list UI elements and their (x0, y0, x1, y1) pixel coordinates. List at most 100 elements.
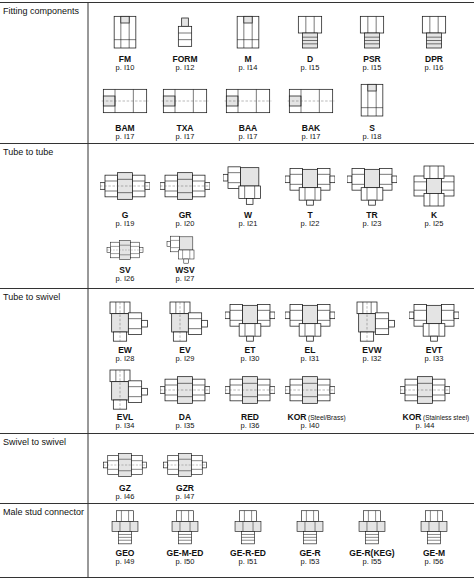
page-ref: p. I18 (363, 133, 382, 141)
fitting-icon (110, 302, 148, 341)
fitting-icon (414, 166, 454, 206)
page-ref: p. I21 (239, 220, 258, 228)
page-ref: p. I32 (363, 355, 382, 363)
fitting-icon (347, 169, 397, 206)
part-code: EL (305, 346, 316, 355)
part-code: EVT (426, 346, 443, 355)
page-ref: p. I49 (116, 558, 135, 566)
page-ref: p. I19 (116, 220, 135, 228)
page-ref: p. I33 (425, 355, 444, 363)
fitting-icon (285, 377, 335, 404)
part-code: BAA (239, 124, 257, 133)
fitting-icon (400, 377, 450, 404)
part-code: GZ (119, 484, 131, 493)
part-code: GE-R (299, 549, 320, 558)
fitting-icon (178, 18, 191, 46)
table-row: Male stud connector (0, 503, 474, 578)
part-code: EVL (117, 413, 134, 422)
table-row: Swivel to swivel (0, 433, 474, 503)
part-code: T (307, 211, 312, 220)
page-ref: p. I27 (176, 275, 195, 283)
fitting-icon (103, 453, 146, 476)
fitting-icon (285, 169, 335, 206)
fitting-icon (298, 16, 321, 48)
fitting-icon (107, 240, 143, 259)
page-ref: p. I22 (301, 220, 320, 228)
page-ref: p. I15 (363, 64, 382, 72)
fitting-icon (359, 511, 385, 544)
table-row: Tube to tube (0, 143, 474, 288)
fitting-icon (102, 89, 149, 112)
part-code: PSR (363, 55, 380, 64)
fitting-icon (112, 511, 138, 544)
column-rule (88, 2, 89, 577)
fitting-icon (114, 16, 136, 48)
category-label: Tube to swivel (3, 292, 85, 303)
fitting-icon (235, 511, 261, 544)
page-ref: p. I12 (176, 64, 195, 72)
fitting-icon (110, 370, 148, 409)
part-code: K (431, 211, 437, 220)
part-code: RED (241, 413, 259, 422)
fitting-icon (422, 16, 445, 48)
part-code: BAM (115, 124, 134, 133)
page-ref: p. I56 (425, 558, 444, 566)
part-code: ET (245, 346, 256, 355)
page-ref: p. I44 (416, 422, 435, 430)
fitting-icon (237, 16, 259, 48)
part-code: G (122, 211, 129, 220)
part-code: TXA (177, 124, 194, 133)
part-code: GZR (176, 484, 194, 493)
part-code: GE-M (423, 549, 445, 558)
page-ref: p. I50 (176, 558, 195, 566)
part-code: GE-M-ED (167, 549, 204, 558)
part-code: TR (366, 211, 377, 220)
part-code: EV (179, 346, 190, 355)
page-ref: p. I53 (301, 558, 320, 566)
page-ref: p. I10 (116, 64, 135, 72)
table-row: Fitting components (0, 2, 474, 143)
fitting-icon (225, 305, 275, 342)
page-ref: p. I26 (116, 275, 135, 283)
part-code: KOR (403, 413, 422, 422)
fitting-icon (170, 302, 208, 341)
part-code: EVW (362, 346, 381, 355)
fitting-icon (172, 511, 198, 544)
category-label: Tube to tube (3, 147, 85, 158)
fitting-icon (225, 89, 272, 112)
page-ref: p. I55 (363, 558, 382, 566)
fitting-icon (361, 84, 383, 116)
page-ref: p. I14 (239, 64, 258, 72)
part-code: BAK (302, 124, 320, 133)
fitting-icon (409, 305, 459, 342)
page-ref: p. I28 (116, 355, 135, 363)
page-ref: p. I29 (176, 355, 195, 363)
page-ref: p. I15 (301, 64, 320, 72)
category-label: Male stud connector (3, 507, 85, 518)
part-note: (Stainless steel) (423, 415, 469, 422)
fitting-icon (288, 89, 335, 112)
fitting-icon (357, 302, 395, 341)
page-ref: p. I23 (363, 220, 382, 228)
part-code: FM (119, 55, 131, 64)
fitting-icon (163, 453, 206, 476)
fitting-icon (297, 511, 323, 544)
page-ref: p. I35 (176, 422, 195, 430)
fitting-icon (360, 16, 383, 48)
fitting-icon (421, 511, 447, 544)
page-ref: p. I16 (425, 64, 444, 72)
category-label: Swivel to swivel (3, 437, 85, 448)
part-code: W (244, 211, 252, 220)
page-ref: p. I17 (239, 133, 258, 141)
page-ref: p. I46 (116, 493, 135, 501)
fitting-icon (223, 167, 261, 205)
part-code: SV (119, 266, 130, 275)
part-code: GR (179, 211, 192, 220)
part-code: S (369, 124, 375, 133)
page-ref: p. I47 (176, 493, 195, 501)
fitting-icon (167, 236, 194, 263)
part-code: DA (179, 413, 191, 422)
page-ref: p. I20 (176, 220, 195, 228)
